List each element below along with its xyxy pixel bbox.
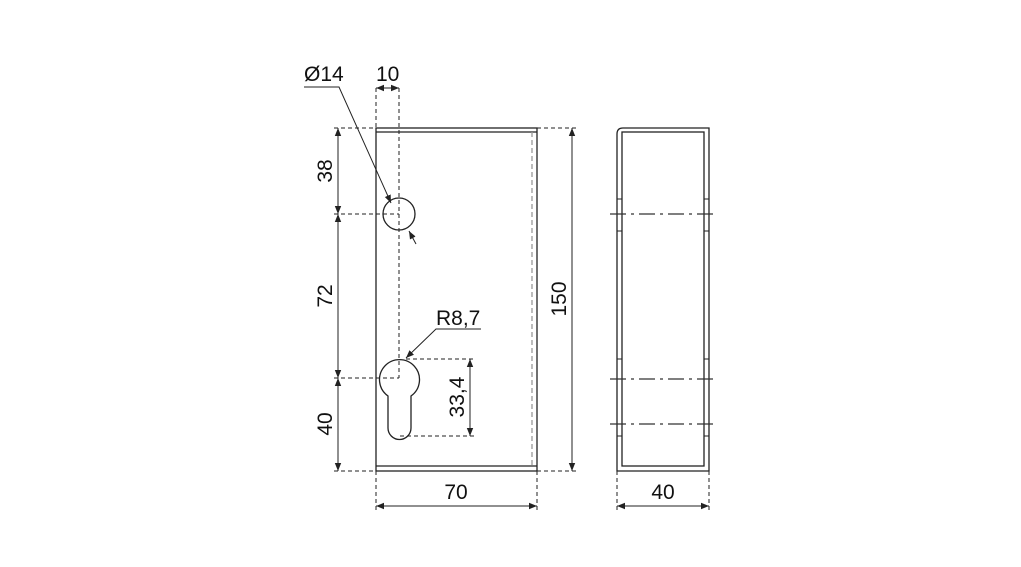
extension-lines <box>334 127 710 510</box>
label-cylinder-radius: R8,7 <box>436 307 480 330</box>
label-top-to-hole: 38 <box>314 159 337 182</box>
label-hole-offset: 10 <box>376 63 399 86</box>
side-view <box>610 127 716 472</box>
cylinder-cutout <box>378 358 421 441</box>
label-total-height: 150 <box>548 281 571 316</box>
label-cylinder-height: 33,4 <box>446 376 469 417</box>
label-front-width: 70 <box>444 481 467 504</box>
dimension-lines <box>304 84 709 510</box>
label-hole-to-cylinder: 72 <box>314 284 337 307</box>
label-hole-diameter: Ø14 <box>304 63 344 86</box>
label-side-depth: 40 <box>651 481 674 504</box>
label-cylinder-to-bottom: 40 <box>314 412 337 435</box>
front-view <box>375 88 538 472</box>
